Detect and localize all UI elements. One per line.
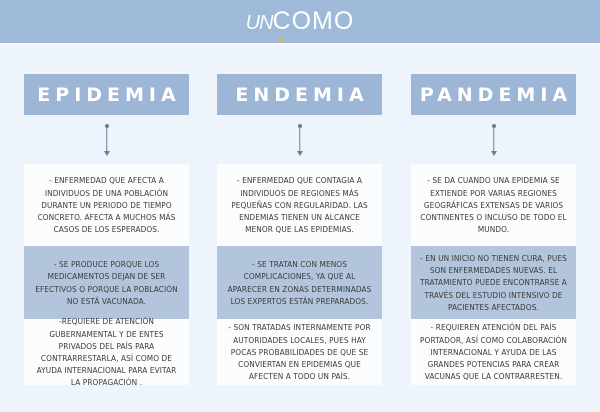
response-text: - Son tratadas internamente por autorida… [228,322,371,382]
response-text: - Requieren atención del país portador, … [420,322,567,382]
logo-main: COMO [272,7,355,35]
cause-box: - En un inicio no tienen cura, pues son … [411,246,576,319]
logo-dot-icon [278,37,283,41]
top-banner: UN COMO [0,0,600,43]
definition-box: - Se da cuando una epidemia se extiende … [411,164,576,246]
logo-prefix: UN [245,12,274,34]
cause-box: - Se tratan con menos complicaciones, ya… [217,246,382,319]
column-pandemia: PANDEMIA - Se da cuando una epidemia se … [411,74,576,385]
column-title: PANDEMIA [411,74,576,115]
cause-text: - En un inicio no tienen cura, pues son … [420,252,567,312]
definition-text: - Se da cuando una epidemia se extiende … [420,175,567,235]
column-endemia: ENDEMIA - Enfermedad que contagia a indi… [217,74,382,385]
response-box: - Son tratadas internamente por autorida… [217,319,382,385]
arrow-down-icon [217,115,382,164]
column-title: ENDEMIA [217,74,382,115]
arrow-down-icon [24,115,189,164]
uncomo-logo[interactable]: UN COMO [245,7,355,41]
cause-box: - Se produce porque los medicamentos dej… [24,246,189,319]
response-box: - Requieren atención del país portador, … [411,319,576,385]
definition-text: - Enfermedad que afecta a individuos de … [37,175,176,235]
cause-text: - Se tratan con menos complicaciones, ya… [227,259,372,306]
column-epidemia: EPIDEMIA - Enfermedad que afecta a indiv… [24,74,189,387]
banner-divider [0,43,600,45]
response-text: -Requiere de atención gubernamental y de… [36,316,177,388]
response-box: -Requiere de atención gubernamental y de… [24,316,189,387]
definition-box: - Enfermedad que afecta a individuos de … [24,164,189,246]
definition-text: - Enfermedad que contagia a individuos d… [231,175,368,235]
column-title: EPIDEMIA [24,74,189,115]
arrow-down-icon [411,115,576,164]
definition-box: - Enfermedad que contagia a individuos d… [217,164,382,246]
cause-text: - Se produce porque los medicamentos dej… [35,259,178,306]
